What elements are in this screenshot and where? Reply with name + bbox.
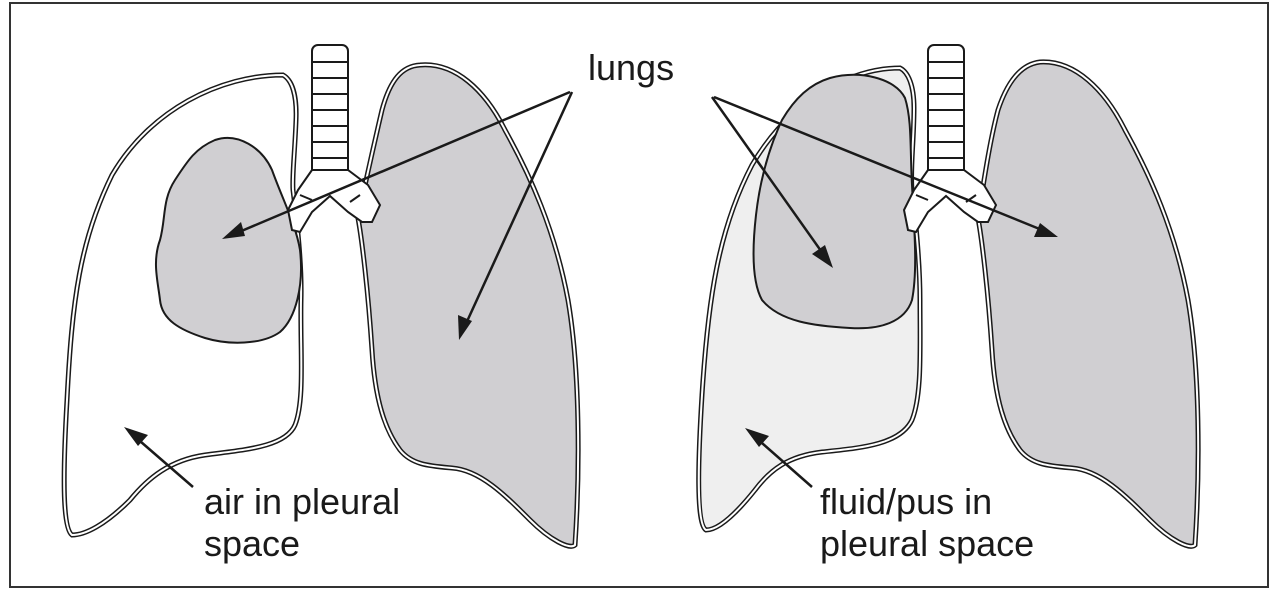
label-fluid-line2: pleural space (820, 523, 1034, 564)
label-air-line2: space (204, 523, 300, 564)
label-fluid-line1: fluid/pus in (820, 481, 992, 522)
left-diagram-pneumothorax (64, 45, 578, 546)
left-inflated-lung (358, 65, 578, 546)
right-inflated-lung (978, 62, 1198, 546)
label-lungs: lungs (588, 47, 674, 88)
label-air-line1: air in pleural (204, 481, 400, 522)
right-compressed-lung (754, 75, 916, 328)
right-trachea (904, 45, 996, 232)
right-diagram-effusion (699, 45, 1198, 546)
left-trachea (288, 45, 380, 232)
